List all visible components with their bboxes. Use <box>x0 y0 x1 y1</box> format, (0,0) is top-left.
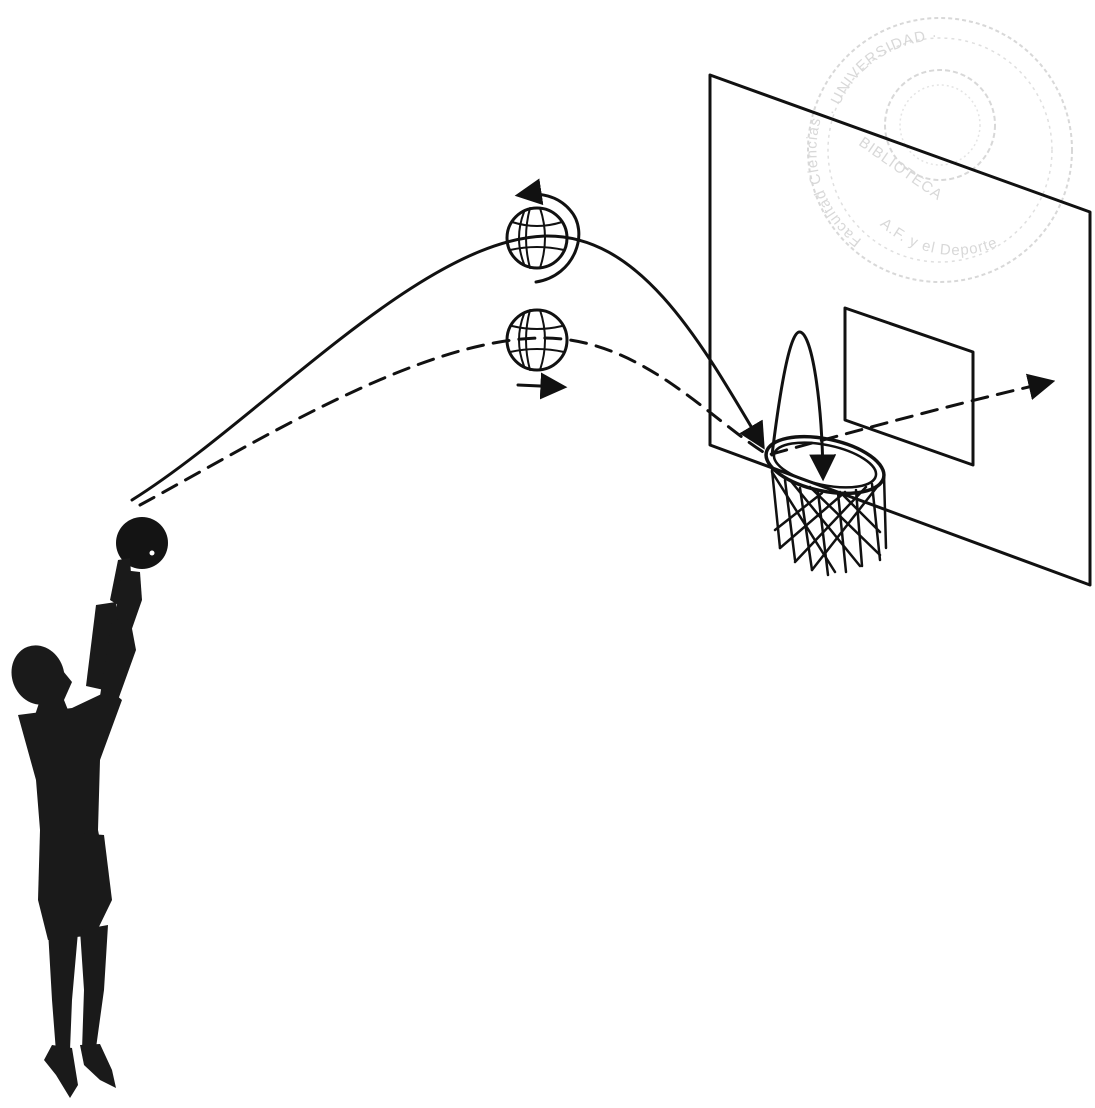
stamp-left-text: Facultad Ciencias <box>803 115 864 250</box>
library-stamp-icon: · UNIVERSIDAD · Facultad Ciencias A.F. y… <box>803 18 1072 282</box>
bounce-loop-path <box>772 332 823 476</box>
backboard-icon <box>710 75 1090 585</box>
forward-arrow-icon <box>518 385 562 387</box>
dashed-trajectory-path <box>140 338 1050 505</box>
player-silhouette-icon <box>3 517 168 1098</box>
solid-trajectory-path <box>132 236 762 500</box>
stamp-top-text: · UNIVERSIDAD · <box>823 27 938 117</box>
stamp-bottom-text: A.F. y el Deporte <box>877 215 1000 259</box>
